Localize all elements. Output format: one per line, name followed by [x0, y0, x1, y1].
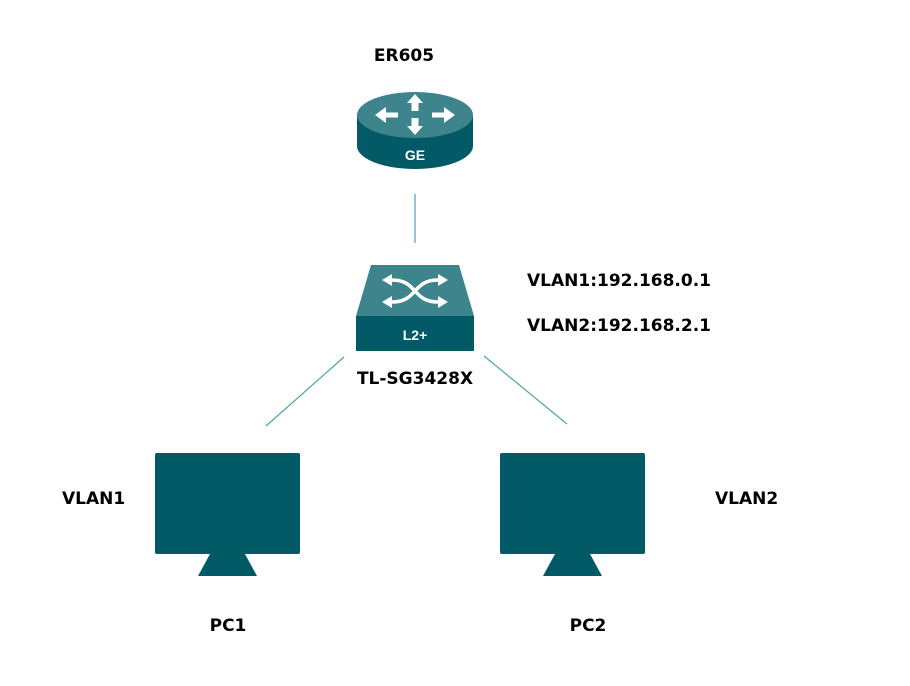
link-switch-pc1	[265, 356, 345, 427]
switch-name: TL-SG3428X	[356, 369, 474, 389]
pc2-vlan-label: VLAN2	[715, 489, 779, 509]
router-badge: GE	[405, 147, 425, 163]
switch-interface-vlan2: VLAN2:192.168.2.1	[527, 316, 712, 336]
pc1-name: PC1	[209, 616, 247, 636]
pc1-vlan-label: VLAN1	[62, 489, 126, 509]
link-switch-pc2	[483, 355, 568, 425]
router-icon	[357, 92, 473, 169]
router-name: ER605	[373, 46, 435, 66]
pc2-name: PC2	[569, 616, 607, 636]
pc1-monitor-icon	[155, 453, 300, 576]
pc2-monitor-icon	[500, 453, 645, 576]
l2-switch-icon	[356, 265, 474, 351]
switch-badge: L2+	[403, 327, 428, 343]
switch-interface-vlan1: VLAN1:192.168.0.1	[527, 271, 712, 291]
